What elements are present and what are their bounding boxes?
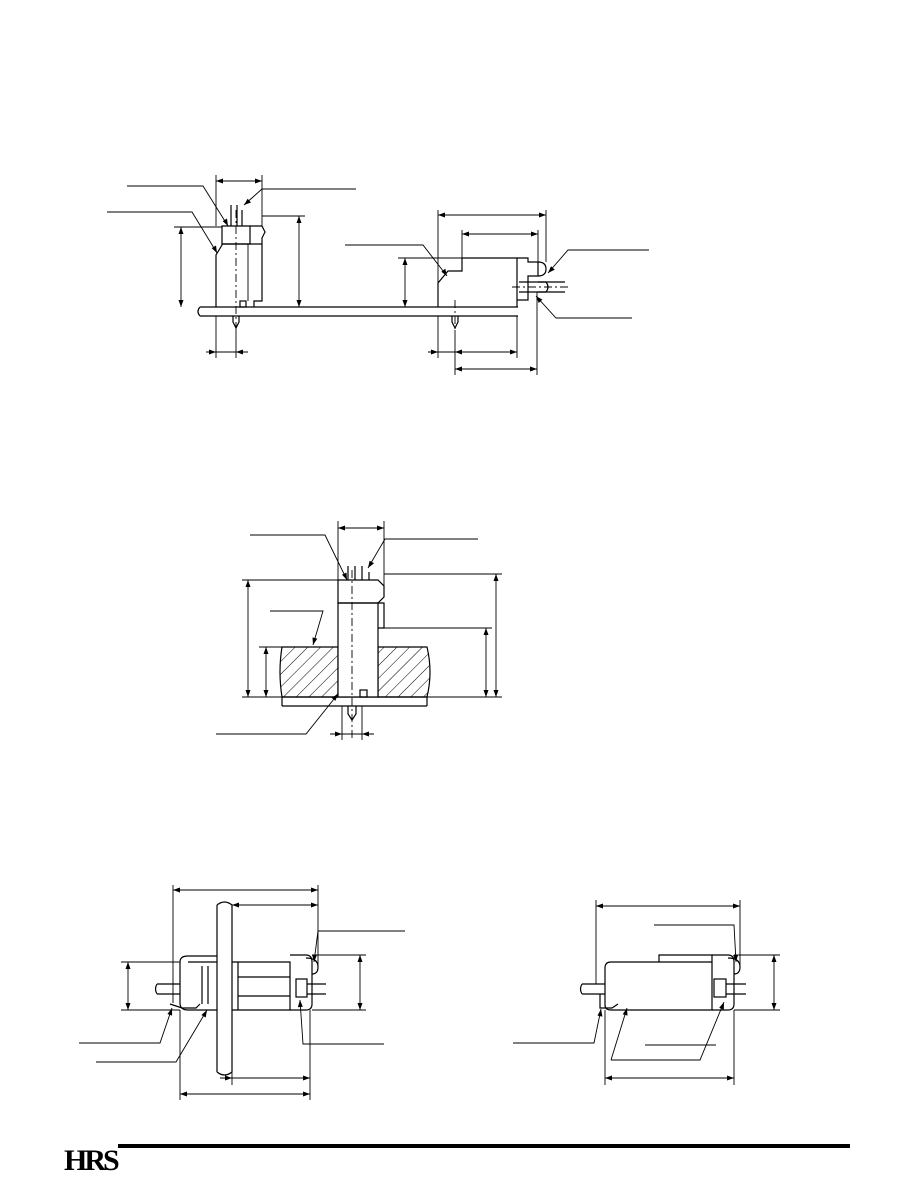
hrs-logo: HRS <box>64 1144 119 1177</box>
fig2-leaders <box>216 534 478 735</box>
panel-section-right <box>377 646 431 698</box>
vertical-connector <box>215 205 266 330</box>
pcb-board <box>197 306 518 317</box>
panel-section <box>279 646 339 698</box>
figure-pcb-mount <box>107 175 649 375</box>
figure-panel-through-hole <box>216 521 502 740</box>
fig3-dimensions <box>121 885 366 1100</box>
panel-wall <box>216 901 233 1076</box>
fig1-dimensions <box>174 175 547 375</box>
fig3-leaders <box>79 930 405 1063</box>
panel-connector <box>337 566 385 740</box>
figure-panel-flange <box>79 885 405 1100</box>
footer: HRS <box>64 1144 850 1177</box>
figure-cable-plug <box>513 900 780 1085</box>
fig4-leaders <box>513 924 739 1061</box>
fig4-dimensions <box>595 900 780 1085</box>
fig1-leaders <box>107 185 649 319</box>
fig2-dimensions <box>242 521 502 740</box>
footer-rule <box>118 1144 850 1148</box>
